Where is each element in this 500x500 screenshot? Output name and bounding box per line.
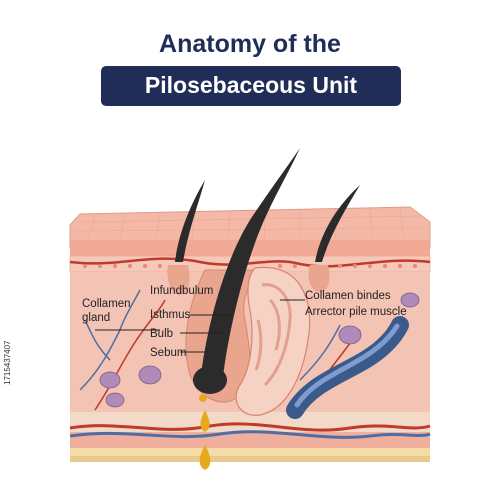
sebaceous-lobules [254,283,292,387]
hair-shaft-main [200,148,300,385]
vein-branch-right [299,324,341,381]
follicle-left [167,265,190,295]
dermal-cells [99,292,420,408]
label-collamen-gland-1: Collamen [82,298,131,310]
artery-lower [69,422,431,432]
sebaceous-gland [235,266,311,416]
stock-id-watermark: 1715437407 [3,340,12,386]
label-bulb: Bulb [150,328,174,340]
label-infundibulum: Infundbulum [150,285,214,297]
large-vein-highlight [294,323,400,408]
label-isthmus: Isthmus [150,309,191,321]
title-line-2: Pilosebaceous Unit [144,72,358,98]
label-collamen-bindes: Collamen bindes [305,290,391,302]
sebum-drop-3 [199,445,211,470]
vein-lower [69,430,431,439]
sebum-drop-2 [200,410,210,432]
label-sebum: Sebum [150,347,187,359]
artery-upper [69,257,431,268]
follicle-right [308,265,330,292]
hair-bulb [193,366,227,394]
hair-shaft-left [175,180,205,262]
fat-layer [70,412,430,432]
bottom-band [70,456,430,462]
label-collamen-gland-2: gland [82,312,111,324]
leader-lines [95,299,305,353]
title-banner [101,66,401,106]
label-arrector-pile-muscle: Arrector pile muscle [305,306,407,318]
vein-branch-left [79,289,141,391]
title-line-1: Anatomy of the [159,30,341,58]
basal-cells [83,264,417,268]
sebum-drop-1 [199,394,207,402]
hair-shaft-right [315,185,360,262]
artery-branch-left [94,299,166,411]
fat-band [70,448,430,456]
